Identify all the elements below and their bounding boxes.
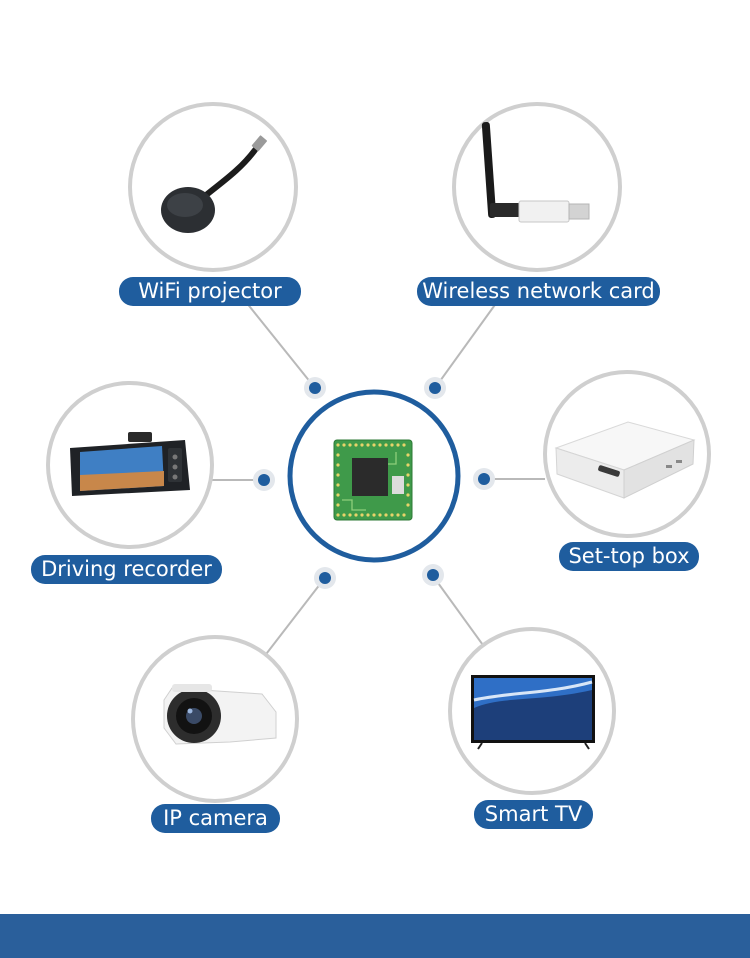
label-ip-camera: IP camera [151,804,280,833]
wifi-module-chip-icon [333,439,413,521]
node-ip-camera [131,635,299,803]
dot-set-top-box [473,468,495,490]
label-wireless-network-card: Wireless network card [417,277,660,306]
security-camera-icon [163,684,277,745]
node-smart-tv [448,627,616,795]
node-driving-recorder [46,381,214,549]
dot-smart-tv [422,564,444,586]
dot-wifi-projector [304,377,326,399]
connector-dots [253,377,495,589]
label-wifi-projector: WiFi projector [119,277,301,306]
dot-ip-camera [314,567,336,589]
connector-wireless-network-card [434,301,498,389]
footer-band [0,914,750,958]
dot-wireless-network-card [424,377,446,399]
label-driving-recorder: Driving recorder [31,555,222,584]
dot-driving-recorder [253,469,275,491]
label-set-top-box: Set-top box [559,542,699,571]
node-wifi-projector [128,102,298,272]
connector-smart-tv [432,575,489,653]
connector-ip-camera [259,578,325,663]
set-top-box-icon [554,421,696,499]
center-module [287,389,461,563]
dash-camera-icon [70,432,190,496]
connectors [212,301,545,663]
node-wireless-network-card [452,102,622,272]
television-icon [471,675,595,750]
usb-wifi-adapter-icon [481,122,590,223]
wifi-projector-icon [161,135,267,233]
label-smart-tv: Smart TV [474,800,593,829]
node-set-top-box [543,370,711,538]
connector-wifi-projector [245,301,316,389]
